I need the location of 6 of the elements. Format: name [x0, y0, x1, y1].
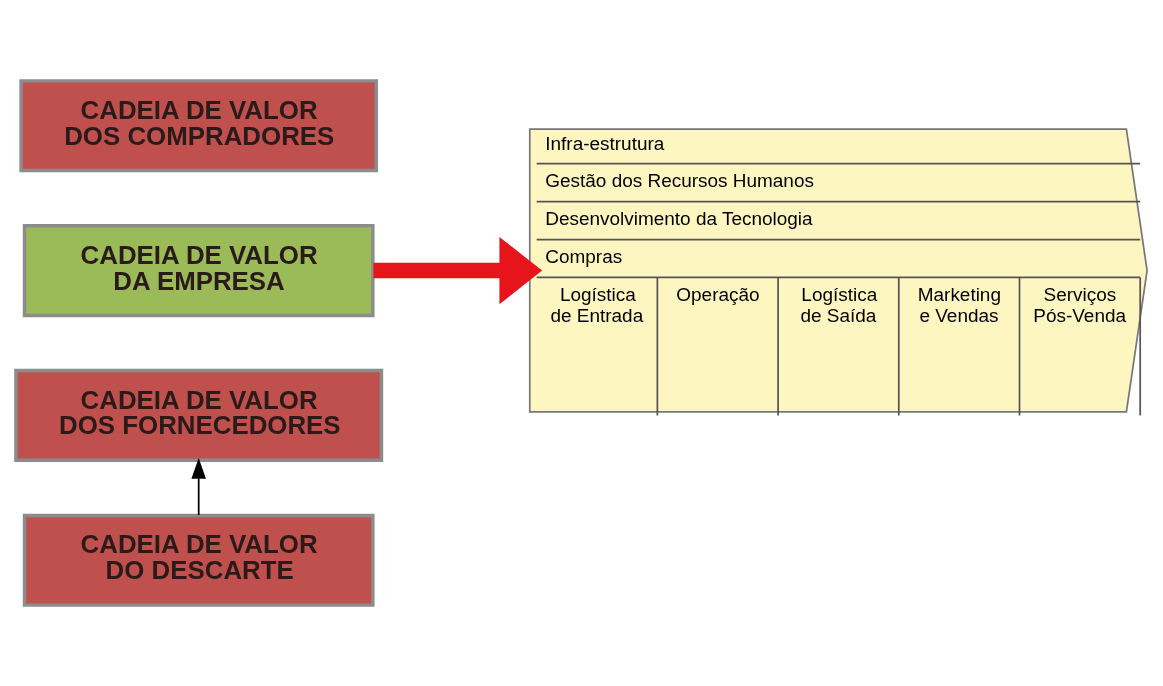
node-box: CADEIA DE VALOR DO DESCARTE: [22, 513, 375, 607]
arrow: [373, 236, 543, 305]
arrow: [191, 457, 206, 516]
node-box: CADEIA DE VALOR DA EMPRESA: [22, 224, 375, 318]
node-box: CADEIA DE VALOR DOS FORNECEDORES: [14, 368, 384, 462]
node-box: CADEIA DE VALOR DOS COMPRADORES: [19, 79, 379, 173]
